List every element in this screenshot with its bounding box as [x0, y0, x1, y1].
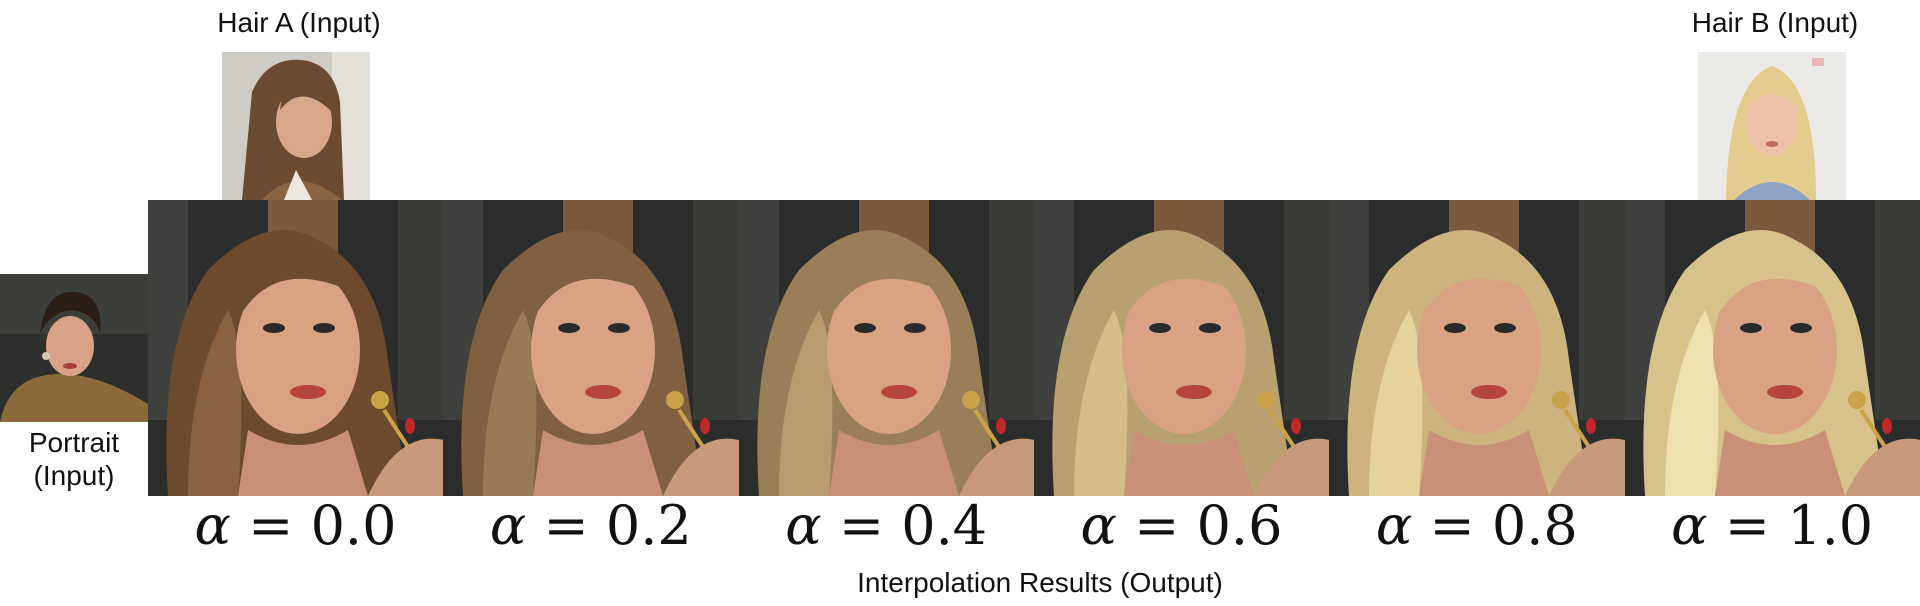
alpha-value: 0.0: [310, 494, 397, 557]
hair-b-input-image: [1698, 52, 1846, 200]
alpha-symbol: α: [1375, 494, 1413, 557]
interpolation-results-caption: Interpolation Results (Output): [857, 567, 1223, 598]
alpha-symbol: α: [489, 494, 527, 557]
alpha-value: 0.8: [1491, 494, 1578, 557]
alpha-equals: =: [1707, 494, 1788, 557]
hair-b-label: Hair B (Input): [1691, 7, 1859, 38]
alpha-symbol: α: [194, 494, 231, 557]
alpha-equals: =: [821, 494, 902, 557]
result-image: [148, 200, 444, 496]
portrait-label-line2: (Input): [33, 460, 115, 491]
alpha-value: 1.0: [1787, 494, 1874, 557]
interpolation-results-strip: [148, 200, 1920, 496]
result-image: [1624, 200, 1920, 496]
portrait-label-line1: Portrait: [28, 427, 120, 458]
hair-a-input-image: [222, 52, 370, 200]
hair-a-label: Hair A (Input): [217, 7, 381, 38]
alpha-symbol: α: [785, 494, 822, 557]
alpha-equals: =: [231, 494, 311, 557]
alpha-label: α = 0.0: [148, 493, 443, 559]
alpha-label: α = 0.2: [443, 493, 738, 559]
alpha-symbol: α: [1671, 494, 1708, 557]
result-image: [1329, 200, 1626, 496]
alpha-equals: =: [526, 494, 606, 557]
portrait-label: Portrait (Input): [0, 426, 148, 492]
alpha-label: α = 0.4: [739, 493, 1034, 559]
alpha-label: α = 1.0: [1625, 493, 1920, 559]
alpha-value: 0.4: [901, 494, 988, 557]
alpha-value: 0.6: [1196, 494, 1283, 557]
alpha-label: α = 0.8: [1329, 493, 1624, 559]
result-image: [738, 200, 1035, 496]
alpha-value: 0.2: [605, 494, 692, 557]
result-image: [1033, 200, 1330, 496]
alpha-equals: =: [1412, 494, 1492, 557]
alpha-symbol: α: [1080, 494, 1117, 557]
portrait-input-image: [0, 274, 148, 422]
result-image: [443, 200, 740, 496]
alpha-label: α = 0.6: [1034, 493, 1329, 559]
alpha-equals: =: [1116, 494, 1197, 557]
